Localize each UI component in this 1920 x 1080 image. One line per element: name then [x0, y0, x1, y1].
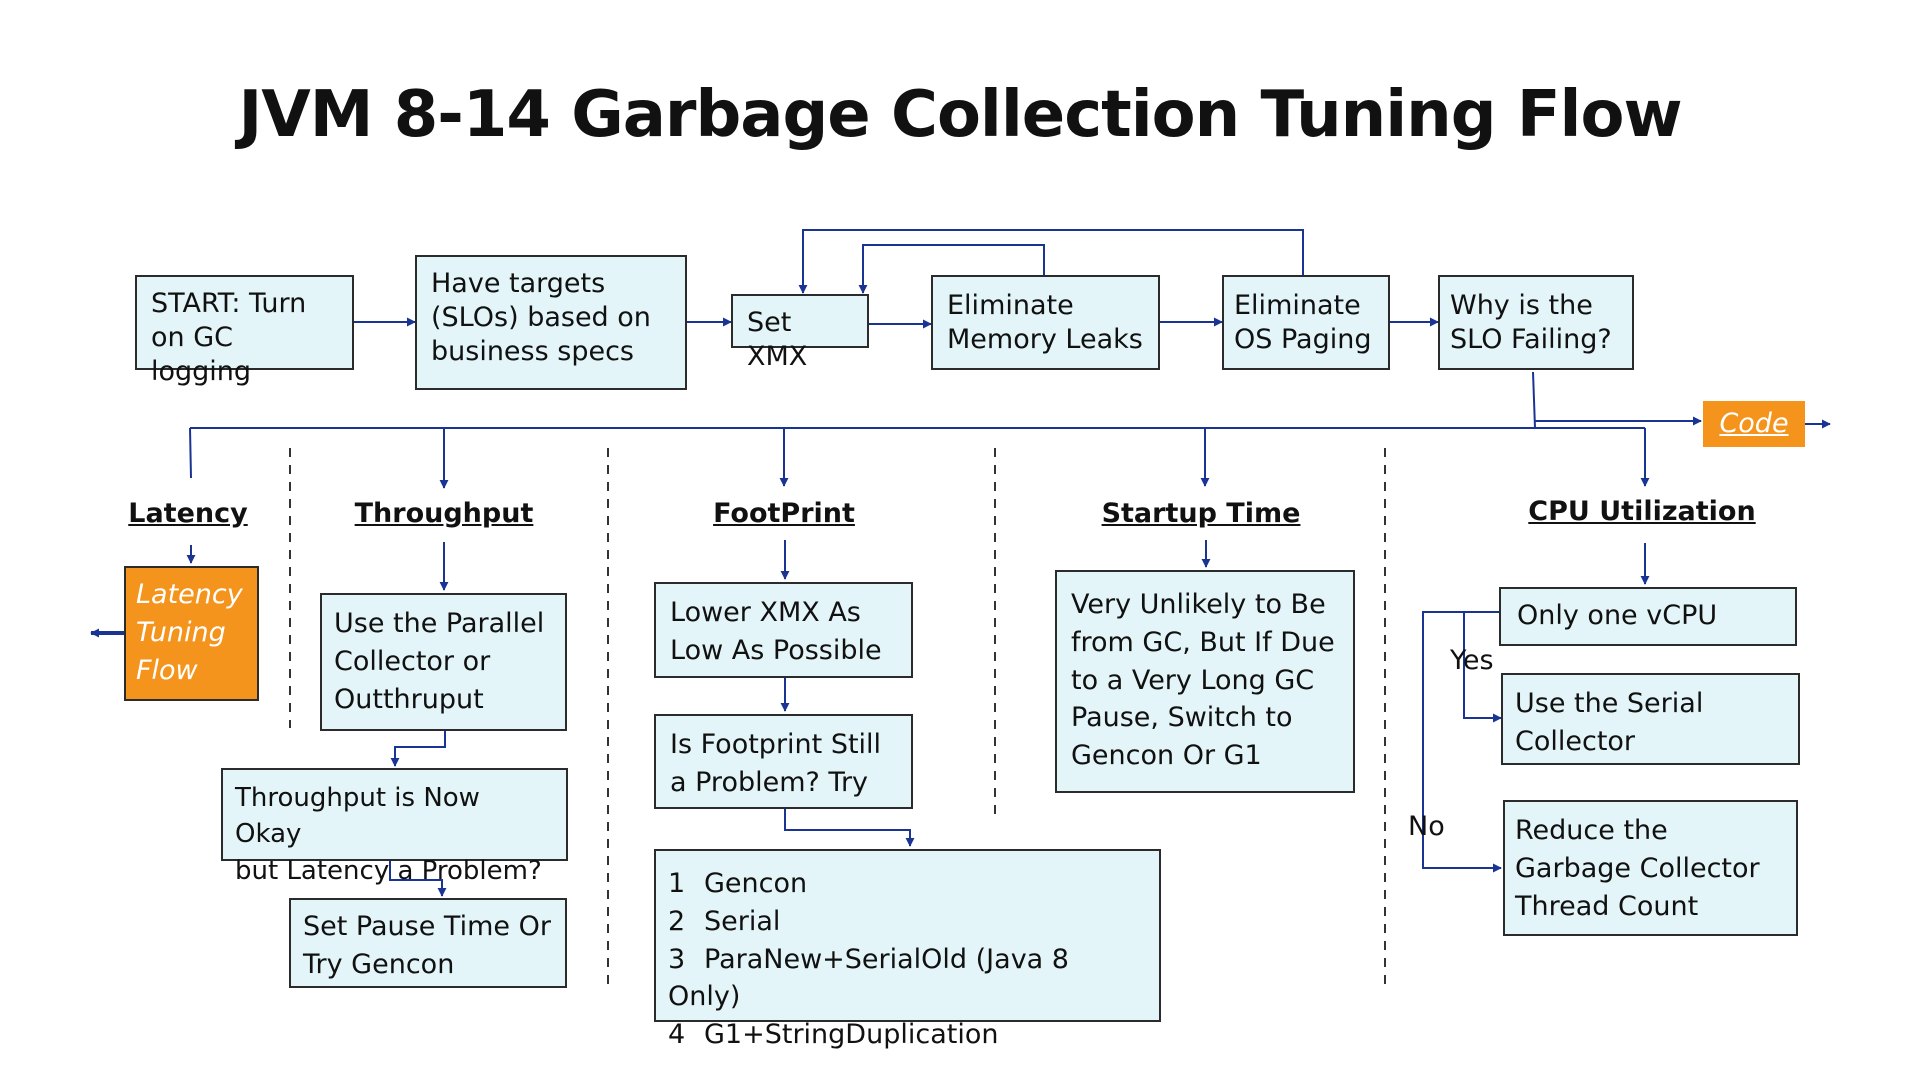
- footprint-step1-box: Lower XMX As Low As Possible: [654, 582, 913, 678]
- cpu-question-box: Only one vCPU: [1499, 587, 1797, 646]
- page-title: JVM 8-14 Garbage Collection Tuning Flow: [238, 78, 1682, 152]
- footprint-step2-box: Is Footprint Still a Problem? Try: [654, 714, 913, 809]
- why-slo-failing-box: Why is the SLO Failing?: [1438, 275, 1634, 370]
- cpu-no-label: No: [1408, 811, 1445, 842]
- throughput-step2-box: Throughput is Now Okay but Latency a Pro…: [221, 768, 568, 886]
- throughput-step3-box: Set Pause Time Or Try Gencon: [289, 898, 567, 988]
- os-paging-box: Eliminate OS Paging: [1222, 275, 1390, 370]
- cpu-no-action-box: Reduce the Garbage Collector Thread Coun…: [1503, 800, 1798, 936]
- feedback-leaks-to-setxmx: [858, 244, 1045, 294]
- latency-tuning-flow-box: Latency Tuning Flow: [124, 566, 259, 701]
- arrow-cpu-no: [1422, 611, 1502, 873]
- targets-box: Have targets (SLOs) based on business sp…: [415, 255, 687, 390]
- throughput-heading: Throughput: [354, 498, 534, 529]
- cpu-utilization-heading: CPU Utilization: [1528, 496, 1756, 527]
- memory-leaks-box: Eliminate Memory Leaks: [931, 275, 1160, 370]
- code-box: Code: [1703, 401, 1805, 447]
- startup-step1-box: Very Unlikely to Be from GC, But If Due …: [1055, 570, 1355, 793]
- arrow-footprint-step2-to-options: [784, 809, 915, 847]
- throughput-step1-box: Use the Parallel Collector or Outthruput: [320, 593, 567, 731]
- startup-time-heading: Startup Time: [1101, 498, 1301, 529]
- feedback-paging-to-setxmx: [798, 229, 1304, 294]
- set-xmx-box: Set XMX: [731, 294, 869, 372]
- cpu-yes-label: Yes: [1450, 645, 1494, 676]
- arrow-throughput-step1-to-step2: [390, 731, 446, 767]
- drop-latency: [189, 427, 192, 479]
- cpu-yes-action-box: Use the Serial Collector: [1501, 673, 1800, 765]
- arrow-throughput-step2-to-step3: [389, 861, 447, 897]
- latency-heading: Latency: [128, 498, 248, 529]
- line-why-down: [1532, 371, 1536, 429]
- footprint-heading: FootPrint: [713, 498, 855, 529]
- start-box: START: Turn on GC logging: [135, 275, 354, 387]
